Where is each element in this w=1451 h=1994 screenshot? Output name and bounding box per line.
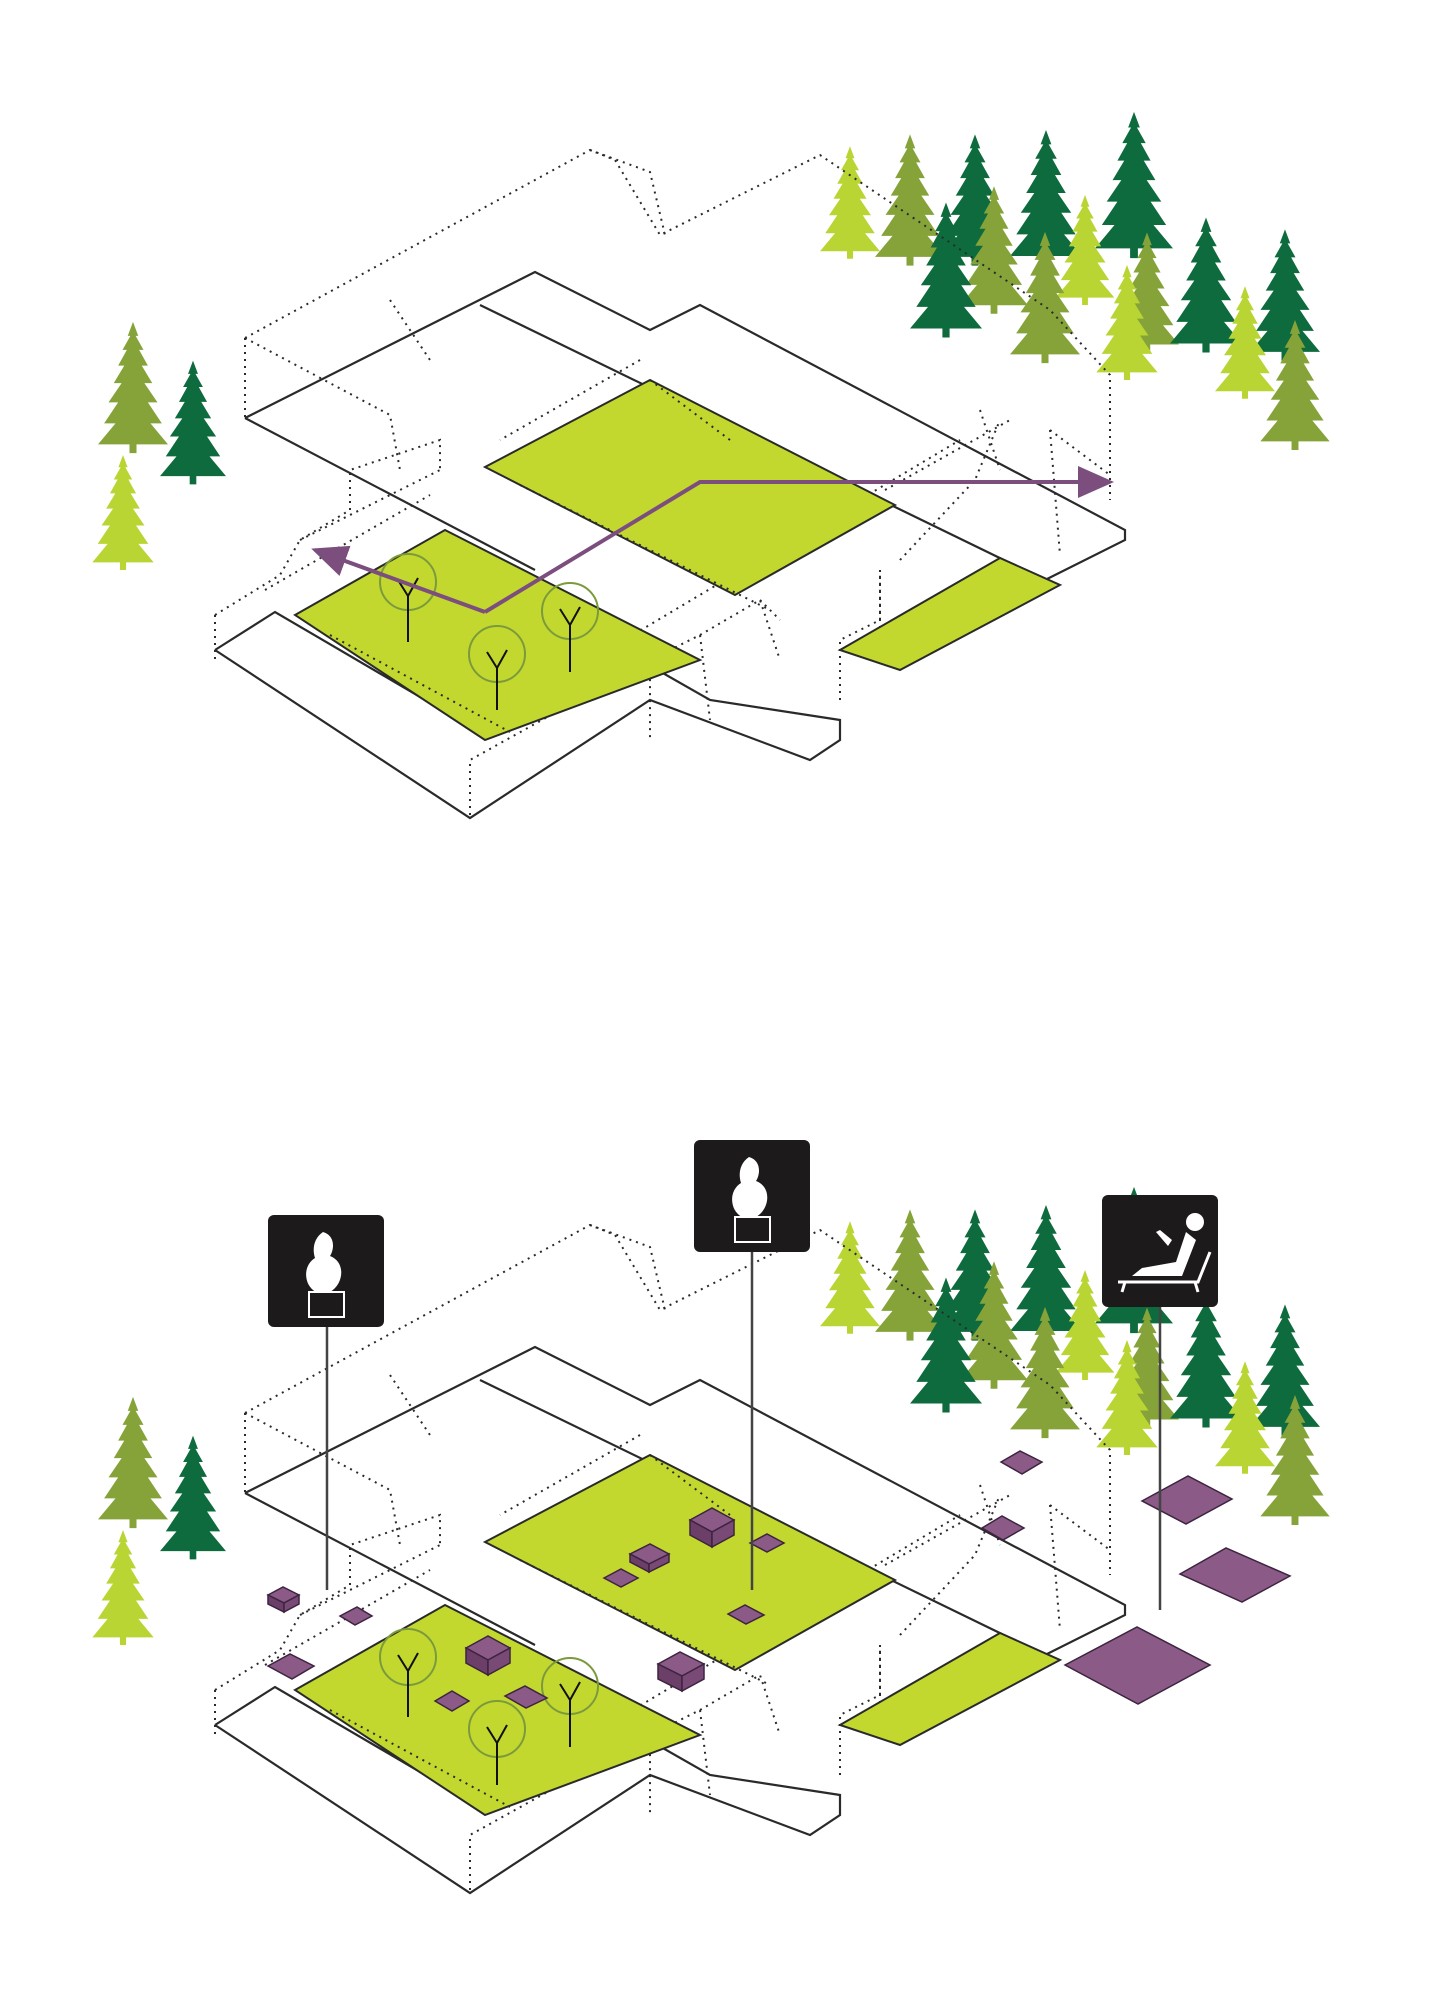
lawn-lower: [293, 1603, 703, 1817]
pavilion-pad: [602, 1568, 640, 1588]
lawns: [293, 1453, 1063, 1817]
pavilion-pad: [503, 1685, 549, 1709]
pavilion-box: [688, 1507, 736, 1549]
pavilion-pad: [999, 1450, 1044, 1475]
circulation-diagram: [92, 111, 1330, 820]
small-trees: [379, 553, 599, 710]
pavilion-box: [656, 1651, 706, 1693]
sculpture-icon: [732, 1157, 771, 1243]
pavilion-pad: [726, 1604, 766, 1625]
sculpture-icon: [306, 1232, 345, 1318]
pavilion-pad: [980, 1515, 1026, 1541]
small-tree: [541, 1657, 599, 1747]
pavilion-pad: [1063, 1626, 1212, 1705]
forest-cluster-right: [820, 1186, 1330, 1525]
pavilion-pad: [433, 1690, 471, 1712]
pavilion-pad: [1140, 1475, 1234, 1525]
reclining-reader-icon: [1118, 1213, 1212, 1293]
circulation-path: [311, 466, 1114, 614]
pavilion-pad: [1178, 1547, 1292, 1603]
forest-cluster-right: [820, 111, 1330, 450]
pavilion-box: [628, 1543, 671, 1574]
pavilion-pad: [748, 1533, 786, 1553]
forest-cluster-left: [92, 1396, 226, 1645]
sign-2: [694, 1140, 810, 1590]
small-tree: [379, 1628, 437, 1717]
lawn-right: [837, 1631, 1063, 1747]
program-diagram: [92, 1140, 1330, 1895]
small-tree: [468, 1700, 526, 1785]
forest-cluster-left: [92, 321, 226, 570]
program-pavilions: [266, 1450, 1292, 1712]
small-tree: [468, 625, 526, 710]
pavilion-box: [266, 1586, 301, 1614]
pavilion-pad: [266, 1653, 316, 1680]
lawn-right: [837, 556, 1063, 672]
small-tree: [541, 582, 599, 672]
sign-1: [268, 1215, 384, 1590]
sign-3: [1102, 1195, 1218, 1610]
lawn-upper: [482, 1453, 898, 1672]
pavilion-pad: [338, 1606, 374, 1626]
small-trees: [379, 1628, 599, 1785]
lawn-lower: [293, 528, 703, 742]
pavilion-box: [464, 1635, 512, 1677]
